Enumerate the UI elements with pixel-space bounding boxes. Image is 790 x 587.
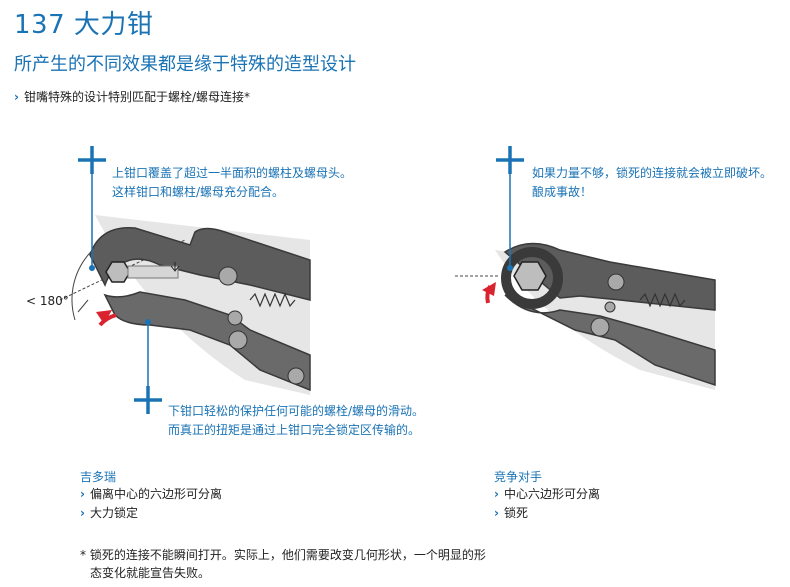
left-top-note: 上钳口覆盖了超过一半面积的螺柱及螺母头。 这样钳口和螺柱/螺母充分配合。 — [112, 164, 352, 202]
right-top-note-line2: 酿成事故！ — [532, 185, 593, 199]
lead-text: 钳嘴特殊的设计特别匹配于螺栓/螺母连接* — [23, 90, 250, 104]
footnote-line2: 态变化就能宣告失败。 — [90, 566, 211, 580]
plus-icon-bottom-left — [134, 386, 162, 414]
left-caption-item: ›偏离中心的六边形可分离 — [80, 487, 222, 501]
left-caption-title: 吉多瑞 — [80, 470, 117, 484]
lead-line: › 钳嘴特殊的设计特别匹配于螺栓/螺母连接* — [14, 88, 250, 105]
page-title: 137 大力钳 — [14, 10, 154, 40]
left-caption-item: ›大力锁定 — [80, 506, 138, 520]
chevron-right-icon: › — [494, 506, 499, 520]
plus-icon-top-right — [496, 146, 524, 174]
left-top-note-line1: 上钳口覆盖了超过一半面积的螺柱及螺母头。 — [112, 166, 353, 180]
chevron-right-icon: › — [80, 506, 85, 520]
left-bottom-note-line2: 而真正的扭矩是通过上钳口完全锁定区传输的。 — [168, 423, 421, 437]
left-caption: 吉多瑞 ›偏离中心的六边形可分离 ›大力锁定 — [80, 468, 222, 523]
right-top-note-line1: 如果力量不够，锁死的连接就会被立即破坏。 — [532, 166, 773, 180]
chevron-right-icon: › — [494, 487, 499, 501]
right-caption: 竞争对手 ›中心六边形可分离 ›锁死 — [494, 468, 600, 523]
chevron-right-icon: › — [80, 487, 85, 501]
right-caption-item: ›锁死 — [494, 506, 528, 520]
left-diagram-graphic — [59, 146, 311, 414]
right-top-note: 如果力量不够，锁死的连接就会被立即破坏。 酿成事故！ — [532, 164, 772, 202]
left-top-note-line2: 这样钳口和螺柱/螺母充分配合。 — [112, 185, 285, 199]
chevron-right-icon: › — [14, 90, 19, 104]
page-subtitle: 所产生的不同效果都是缘于特殊的造型设计 — [14, 54, 356, 75]
right-caption-item: ›中心六边形可分离 — [494, 487, 600, 501]
right-caption-title: 竞争对手 — [494, 470, 543, 484]
footnote-line1: * 锁死的连接不能瞬间打开。实际上，他们需要改变几何形状，一个明显的形 — [80, 548, 486, 562]
left-bottom-note: 下钳口轻松的保护任何可能的螺栓/螺母的滑动。 而真正的扭矩是通过上钳口完全锁定区… — [168, 402, 424, 440]
angle-label: < 180° — [26, 294, 69, 308]
left-bottom-note-line1: 下钳口轻松的保护任何可能的螺栓/螺母的滑动。 — [168, 404, 425, 418]
plus-icon-top-left — [78, 146, 106, 174]
footnote: * 锁死的连接不能瞬间打开。实际上，他们需要改变几何形状，一个明显的形 态变化就… — [80, 546, 520, 582]
right-diagram-graphic — [455, 146, 716, 390]
